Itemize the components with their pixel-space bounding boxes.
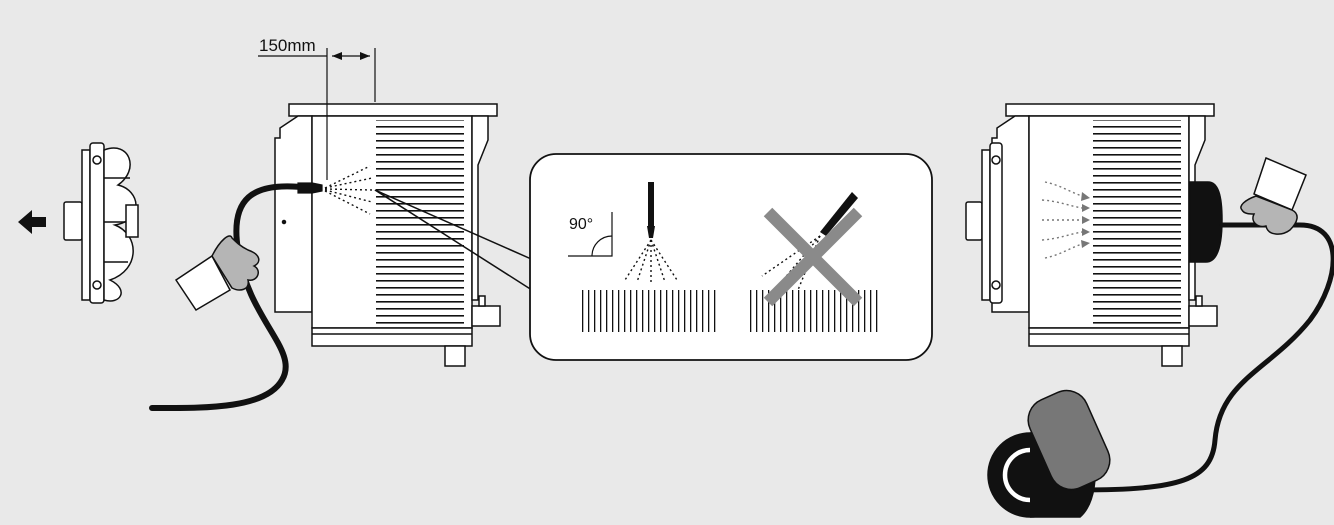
callout-pointer bbox=[374, 189, 539, 293]
hose-left bbox=[149, 183, 313, 412]
correct-spray-example bbox=[568, 182, 720, 332]
spray-angle-label: 90° bbox=[569, 216, 594, 233]
spray-nozzle-left bbox=[297, 182, 323, 194]
evaporator-unit-right bbox=[965, 103, 1218, 367]
vacuum-cleaner bbox=[987, 389, 1111, 518]
spray-angle-callout bbox=[529, 153, 933, 361]
clearance-dimension-label: 150mm bbox=[259, 36, 316, 55]
gloved-hand-icon bbox=[174, 235, 260, 312]
hose-right bbox=[1077, 222, 1334, 493]
fan-assembly-left bbox=[63, 142, 139, 304]
water-spray-left bbox=[324, 165, 373, 215]
gloved-hand-icon-right bbox=[1240, 156, 1307, 235]
cross-icon bbox=[763, 207, 863, 307]
arrow-left-icon bbox=[18, 210, 46, 234]
air-flow-arrowheads bbox=[1081, 192, 1090, 248]
incorrect-spray-example bbox=[748, 192, 880, 332]
vacuum-nozzle-right bbox=[1189, 181, 1223, 263]
air-flow-arrows bbox=[1041, 181, 1083, 259]
evaporator-unit-left bbox=[274, 103, 501, 367]
clearance-dimension bbox=[258, 48, 376, 180]
